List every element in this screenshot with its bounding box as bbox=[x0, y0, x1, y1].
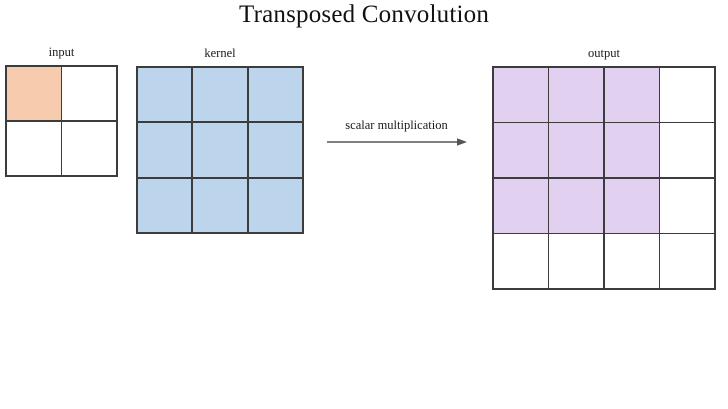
output-label: output bbox=[588, 46, 620, 60]
output-cell bbox=[604, 178, 659, 233]
kernel-label: kernel bbox=[204, 46, 236, 60]
kernel-cell bbox=[248, 67, 303, 122]
output-cell bbox=[604, 67, 659, 122]
kernel-cell bbox=[193, 123, 247, 177]
kernel-cell bbox=[248, 178, 303, 233]
output-cell bbox=[604, 234, 659, 289]
output-cell bbox=[493, 234, 548, 289]
output-cell bbox=[493, 123, 548, 178]
kernel-group: kernel bbox=[136, 46, 304, 234]
output-grid bbox=[492, 66, 716, 290]
kernel-cell bbox=[193, 67, 247, 122]
input-group: input bbox=[5, 45, 118, 177]
kernel-cell bbox=[137, 67, 192, 122]
output-group: output bbox=[492, 46, 716, 290]
output-cell bbox=[660, 123, 715, 178]
input-grid bbox=[5, 65, 118, 177]
kernel-cell bbox=[248, 123, 303, 177]
input-cell bbox=[6, 121, 61, 176]
kernel-cell bbox=[137, 178, 192, 233]
page-title: Transposed Convolution bbox=[238, 1, 490, 28]
output-cell bbox=[660, 234, 715, 289]
kernel-cell bbox=[193, 178, 247, 233]
output-cell bbox=[493, 67, 548, 122]
output-cell bbox=[660, 178, 715, 233]
operation-label: scalar multiplication bbox=[345, 118, 448, 132]
output-cell bbox=[604, 123, 659, 178]
input-label: input bbox=[48, 45, 75, 59]
output-cell bbox=[660, 67, 715, 122]
input-cell bbox=[6, 66, 61, 121]
output-cell bbox=[549, 178, 604, 233]
input-cell bbox=[62, 121, 117, 176]
operation-annotation: scalar multiplication bbox=[325, 118, 468, 148]
right-arrow-icon bbox=[327, 138, 467, 146]
output-cell bbox=[493, 178, 548, 233]
output-cell bbox=[549, 123, 604, 178]
kernel-grid bbox=[136, 66, 304, 234]
output-cell bbox=[549, 234, 604, 289]
input-cell bbox=[62, 66, 117, 121]
output-cell bbox=[549, 67, 604, 122]
kernel-cell bbox=[137, 123, 192, 177]
